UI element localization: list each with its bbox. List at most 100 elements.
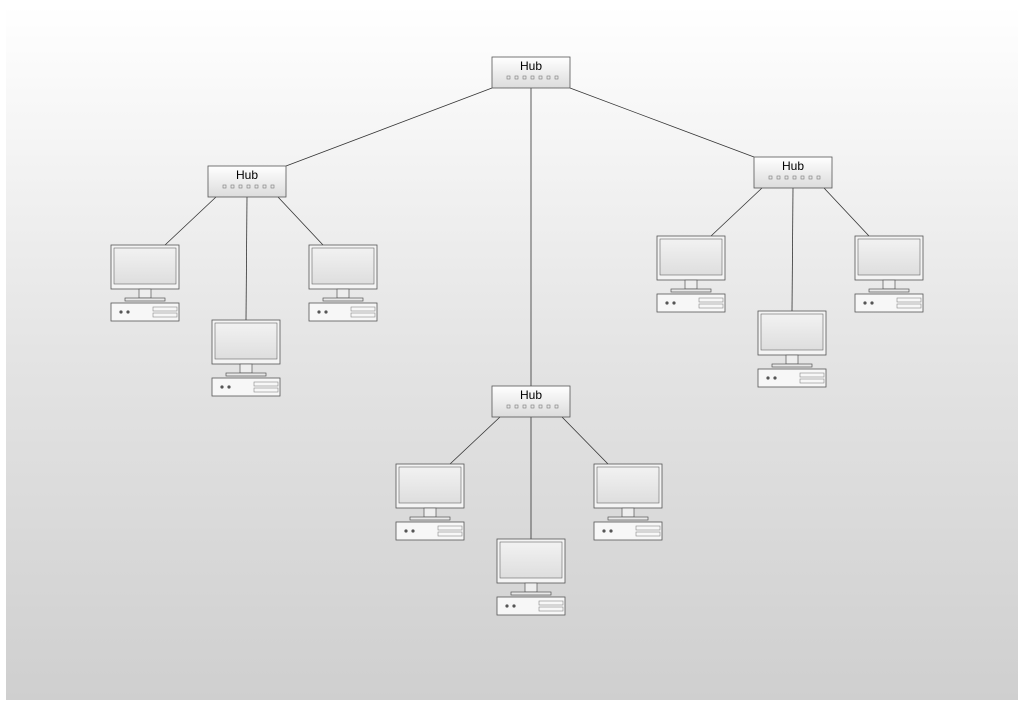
hub-label: Hub (782, 159, 804, 173)
desktop-case-icon (110, 302, 180, 322)
drive-bay-icon (799, 378, 825, 384)
desktop-case-icon (593, 521, 663, 541)
hub-body (753, 156, 833, 189)
monitor-base (670, 288, 712, 293)
hub-body (207, 165, 287, 198)
hub-port-icon (546, 75, 551, 80)
computer-link-line (823, 187, 870, 237)
hub-port-icon (238, 184, 243, 189)
drive-bay-icon (152, 306, 178, 312)
hub-device: Hub (491, 385, 571, 418)
monitor-base (322, 297, 364, 302)
monitor-stand (423, 507, 437, 518)
drive-bay-icon (437, 525, 463, 531)
hub-port-icon (816, 175, 821, 180)
drive-bay-icon (350, 306, 376, 312)
monitor-stand (621, 507, 635, 518)
computer-device (395, 463, 465, 541)
monitor-screen (499, 541, 563, 579)
power-led-icon (665, 301, 669, 305)
hub-port-icon (246, 184, 251, 189)
hub-port-icon (808, 175, 813, 180)
power-led-icon (324, 310, 328, 314)
hub-port-icon (506, 404, 511, 409)
hub-port-icon (546, 404, 551, 409)
hub-port-icon (784, 175, 789, 180)
hub-port-icon (554, 404, 559, 409)
computer-device (496, 538, 566, 616)
power-led-icon (512, 604, 516, 608)
monitor-screen (760, 313, 824, 351)
power-led-icon (863, 301, 867, 305)
desktop-case-icon (757, 368, 827, 388)
hub-port-icon (514, 404, 519, 409)
power-led-icon (609, 529, 613, 533)
power-led-icon (505, 604, 509, 608)
monitor-stand (882, 279, 896, 290)
monitor-screen (398, 466, 462, 504)
drive-bay-icon (896, 303, 922, 309)
desktop-case-icon (395, 521, 465, 541)
hub-link-line (569, 87, 755, 158)
computer-device (308, 244, 378, 322)
power-led-icon (220, 385, 224, 389)
monitor-screen (596, 466, 660, 504)
computer-device (593, 463, 663, 541)
hub-port-icon (530, 75, 535, 80)
computer-device (757, 310, 827, 388)
monitor-stand (239, 363, 253, 374)
monitor-stand (785, 354, 799, 365)
monitor-screen (659, 238, 723, 276)
hub-label: Hub (236, 168, 258, 182)
power-led-icon (227, 385, 231, 389)
computer-link-line (710, 187, 763, 237)
monitor-base (409, 516, 451, 521)
computer-link-line (449, 416, 501, 465)
hub-port-icon (530, 404, 535, 409)
monitor-stand (336, 288, 350, 299)
monitor-stand (524, 582, 538, 593)
desktop-case-icon (496, 596, 566, 616)
monitor-screen (857, 238, 921, 276)
desktop-case-icon (656, 293, 726, 313)
hub-port-icon (792, 175, 797, 180)
power-led-icon (602, 529, 606, 533)
drive-bay-icon (350, 312, 376, 318)
drive-bay-icon (253, 381, 279, 387)
hub-port-icon (768, 175, 773, 180)
hub-port-icon (230, 184, 235, 189)
power-led-icon (773, 376, 777, 380)
drive-bay-icon (152, 312, 178, 318)
hub-port-icon (262, 184, 267, 189)
hub-port-icon (222, 184, 227, 189)
hub-label: Hub (520, 388, 542, 402)
drive-bay-icon (437, 531, 463, 537)
connection-lines (164, 87, 870, 539)
hub-device: Hub (491, 56, 571, 89)
hub-device: Hub (207, 165, 287, 198)
drive-bay-icon (538, 606, 564, 612)
drive-bay-icon (253, 387, 279, 393)
hub-port-icon (522, 404, 527, 409)
drive-bay-icon (635, 531, 661, 537)
drive-bay-icon (799, 372, 825, 378)
hub-port-icon (254, 184, 259, 189)
power-led-icon (119, 310, 123, 314)
computer-link-line (164, 196, 217, 246)
monitor-base (124, 297, 166, 302)
desktop-case-icon (308, 302, 378, 322)
desktop-case-icon (854, 293, 924, 313)
power-led-icon (404, 529, 408, 533)
computer-link-line (791, 187, 794, 312)
hub-port-icon (514, 75, 519, 80)
power-led-icon (126, 310, 130, 314)
hub-port-icon (538, 404, 543, 409)
power-led-icon (870, 301, 874, 305)
computer-link-line (561, 416, 609, 465)
hub-port-icon (800, 175, 805, 180)
desktop-case-icon (211, 377, 281, 397)
computer-device (854, 235, 924, 313)
